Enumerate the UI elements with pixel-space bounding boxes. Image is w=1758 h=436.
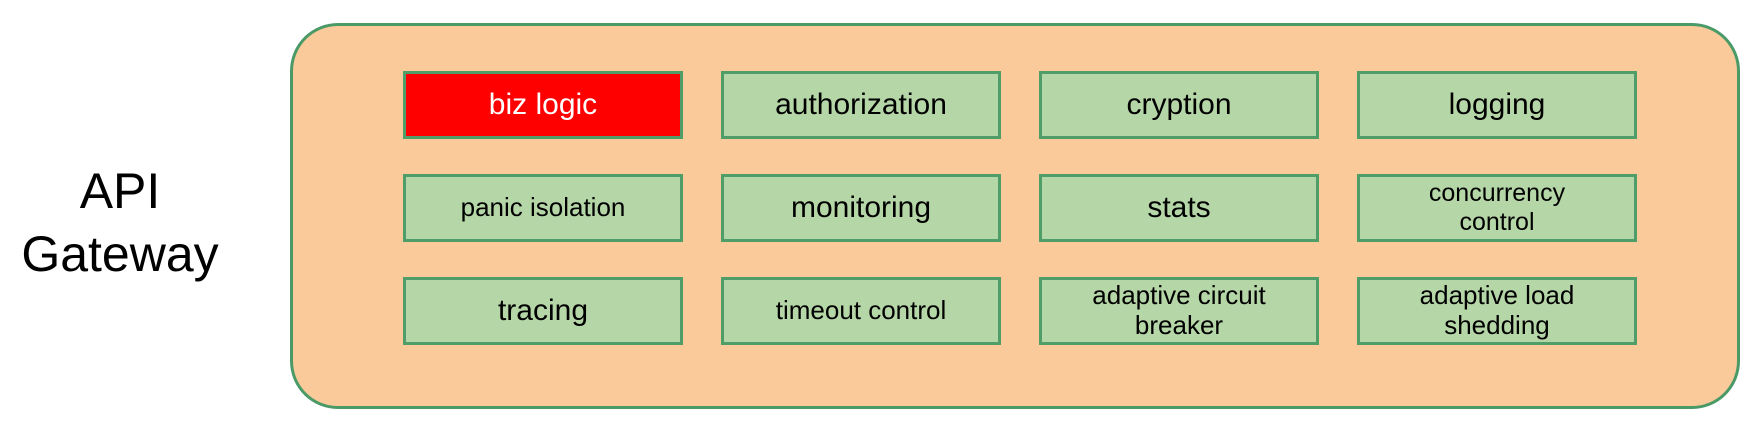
feature-box-timeout-control: timeout control bbox=[721, 277, 1001, 345]
feature-box-adaptive-load-shedding: adaptive load shedding bbox=[1357, 277, 1637, 345]
feature-box-authorization: authorization bbox=[721, 71, 1001, 139]
feature-box-monitoring: monitoring bbox=[721, 174, 1001, 242]
api-gateway-label: API Gateway bbox=[0, 160, 240, 286]
feature-box-adaptive-circuit-breaker: adaptive circuit breaker bbox=[1039, 277, 1319, 345]
feature-grid: biz logic authorization cryption logging pan… bbox=[403, 71, 1637, 345]
feature-box-tracing: tracing bbox=[403, 277, 683, 345]
api-gateway-label-line2: Gateway bbox=[21, 226, 219, 282]
feature-box-concurrency-control: concurrency control bbox=[1357, 174, 1637, 242]
feature-box-stats: stats bbox=[1039, 174, 1319, 242]
feature-box-logging: logging bbox=[1357, 71, 1637, 139]
api-gateway-label-line1: API bbox=[79, 163, 161, 219]
feature-box-biz-logic: biz logic bbox=[403, 71, 683, 139]
feature-box-cryption: cryption bbox=[1039, 71, 1319, 139]
api-gateway-container: biz logic authorization cryption logging pan… bbox=[290, 23, 1740, 409]
feature-box-panic-isolation: panic isolation bbox=[403, 174, 683, 242]
